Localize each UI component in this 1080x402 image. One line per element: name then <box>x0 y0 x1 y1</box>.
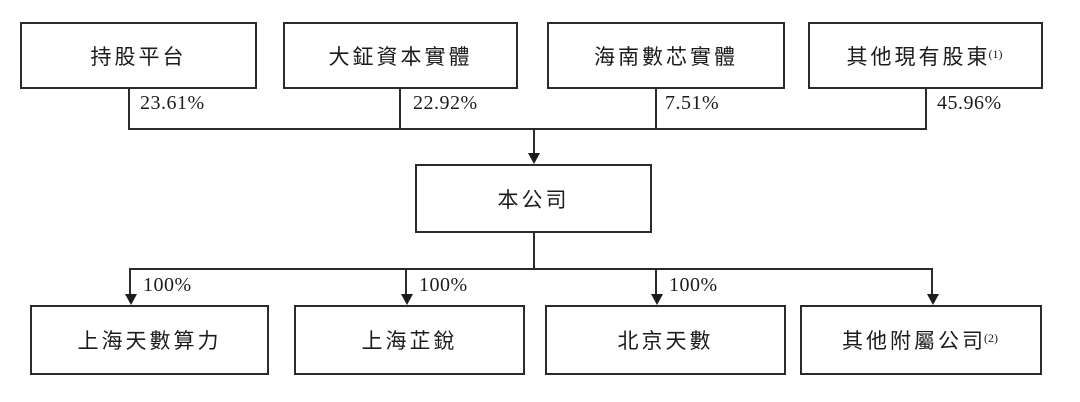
subsidiary-label: 北京天數 <box>617 329 714 353</box>
connector-drop-beijing-tianshu <box>655 268 657 296</box>
arrowhead-other-subsidiaries <box>927 294 939 305</box>
ownership-pct-shanghai-tianshu-suanli: 100% <box>143 274 192 296</box>
shareholder-label: 大鉦資本實體 <box>328 44 473 69</box>
connector-stub-hainan-shuxin <box>655 89 657 130</box>
shareholder-box-dazheng-capital: 大鉦資本實體 <box>283 22 518 89</box>
arrowhead-shanghai-zhirui <box>401 294 413 305</box>
connector-drop-other-subsidiaries <box>931 268 933 296</box>
ownership-pct-holding-platform: 23.61% <box>140 92 205 114</box>
connector-stub-other-existing <box>925 89 927 130</box>
ownership-pct-shanghai-zhirui: 100% <box>419 274 468 296</box>
subsidiary-label: 上海天數算力 <box>77 329 222 353</box>
ownership-pct-hainan-shuxin: 7.51% <box>665 92 720 114</box>
company-box: 本公司 <box>415 164 652 233</box>
connector-bus-top <box>128 128 927 130</box>
shareholder-box-hainan-shuxin: 海南數芯實體 <box>547 22 785 89</box>
connector-drop-to-company <box>533 128 535 155</box>
shareholder-label: 持股平台 <box>90 44 187 69</box>
shareholder-box-holding-platform: 持股平台 <box>20 22 257 89</box>
connector-company-drop <box>533 233 535 270</box>
connector-drop-shanghai-tianshu-suanli <box>129 268 131 296</box>
connector-stub-dazheng-capital <box>399 89 401 130</box>
subsidiary-label: 上海芷銳 <box>361 329 458 353</box>
subsidiary-box-shanghai-tianshu-suanli: 上海天數算力 <box>30 305 269 375</box>
subsidiary-box-other-subsidiaries: 其他附屬公司(2) <box>800 305 1042 375</box>
company-label: 本公司 <box>497 187 570 212</box>
ownership-pct-beijing-tianshu: 100% <box>669 274 718 296</box>
connector-bus-bottom <box>129 268 933 270</box>
shareholder-label: 其他現有股東 <box>846 44 991 69</box>
subsidiary-box-beijing-tianshu: 北京天數 <box>545 305 786 375</box>
subsidiary-label: 其他附屬公司 <box>842 329 986 353</box>
ownership-pct-dazheng-capital: 22.92% <box>413 92 478 114</box>
ownership-pct-other-existing: 45.96% <box>937 92 1002 114</box>
connector-drop-shanghai-zhirui <box>405 268 407 296</box>
arrowhead-to-company <box>528 153 540 164</box>
shareholder-label: 海南數芯實體 <box>594 44 738 69</box>
connector-stub-holding-platform <box>128 89 130 130</box>
subsidiary-box-shanghai-zhirui: 上海芷銳 <box>294 305 525 375</box>
arrowhead-beijing-tianshu <box>651 294 663 305</box>
shareholder-box-other-existing: 其他現有股東(1) <box>808 22 1043 89</box>
arrowhead-shanghai-tianshu-suanli <box>125 294 137 305</box>
